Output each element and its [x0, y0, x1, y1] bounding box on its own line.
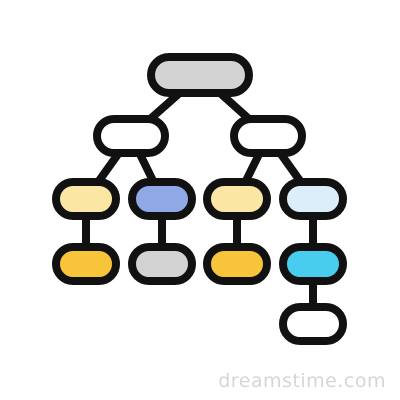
node-left-branch	[93, 115, 169, 157]
connector-lines	[82, 71, 317, 328]
node-l4-grandchild	[279, 303, 347, 345]
tree-nodes	[52, 53, 347, 345]
node-l3-child	[203, 243, 271, 285]
node-l1	[52, 178, 120, 220]
node-right-branch	[230, 115, 306, 157]
watermark-text: dreamstime.com	[218, 370, 386, 392]
node-l2-child	[128, 243, 196, 285]
node-l3	[203, 178, 271, 220]
node-root	[147, 53, 253, 97]
node-l2	[128, 178, 196, 220]
node-l4-child	[279, 243, 347, 285]
node-l4	[279, 178, 347, 220]
node-l1-child	[52, 243, 120, 285]
